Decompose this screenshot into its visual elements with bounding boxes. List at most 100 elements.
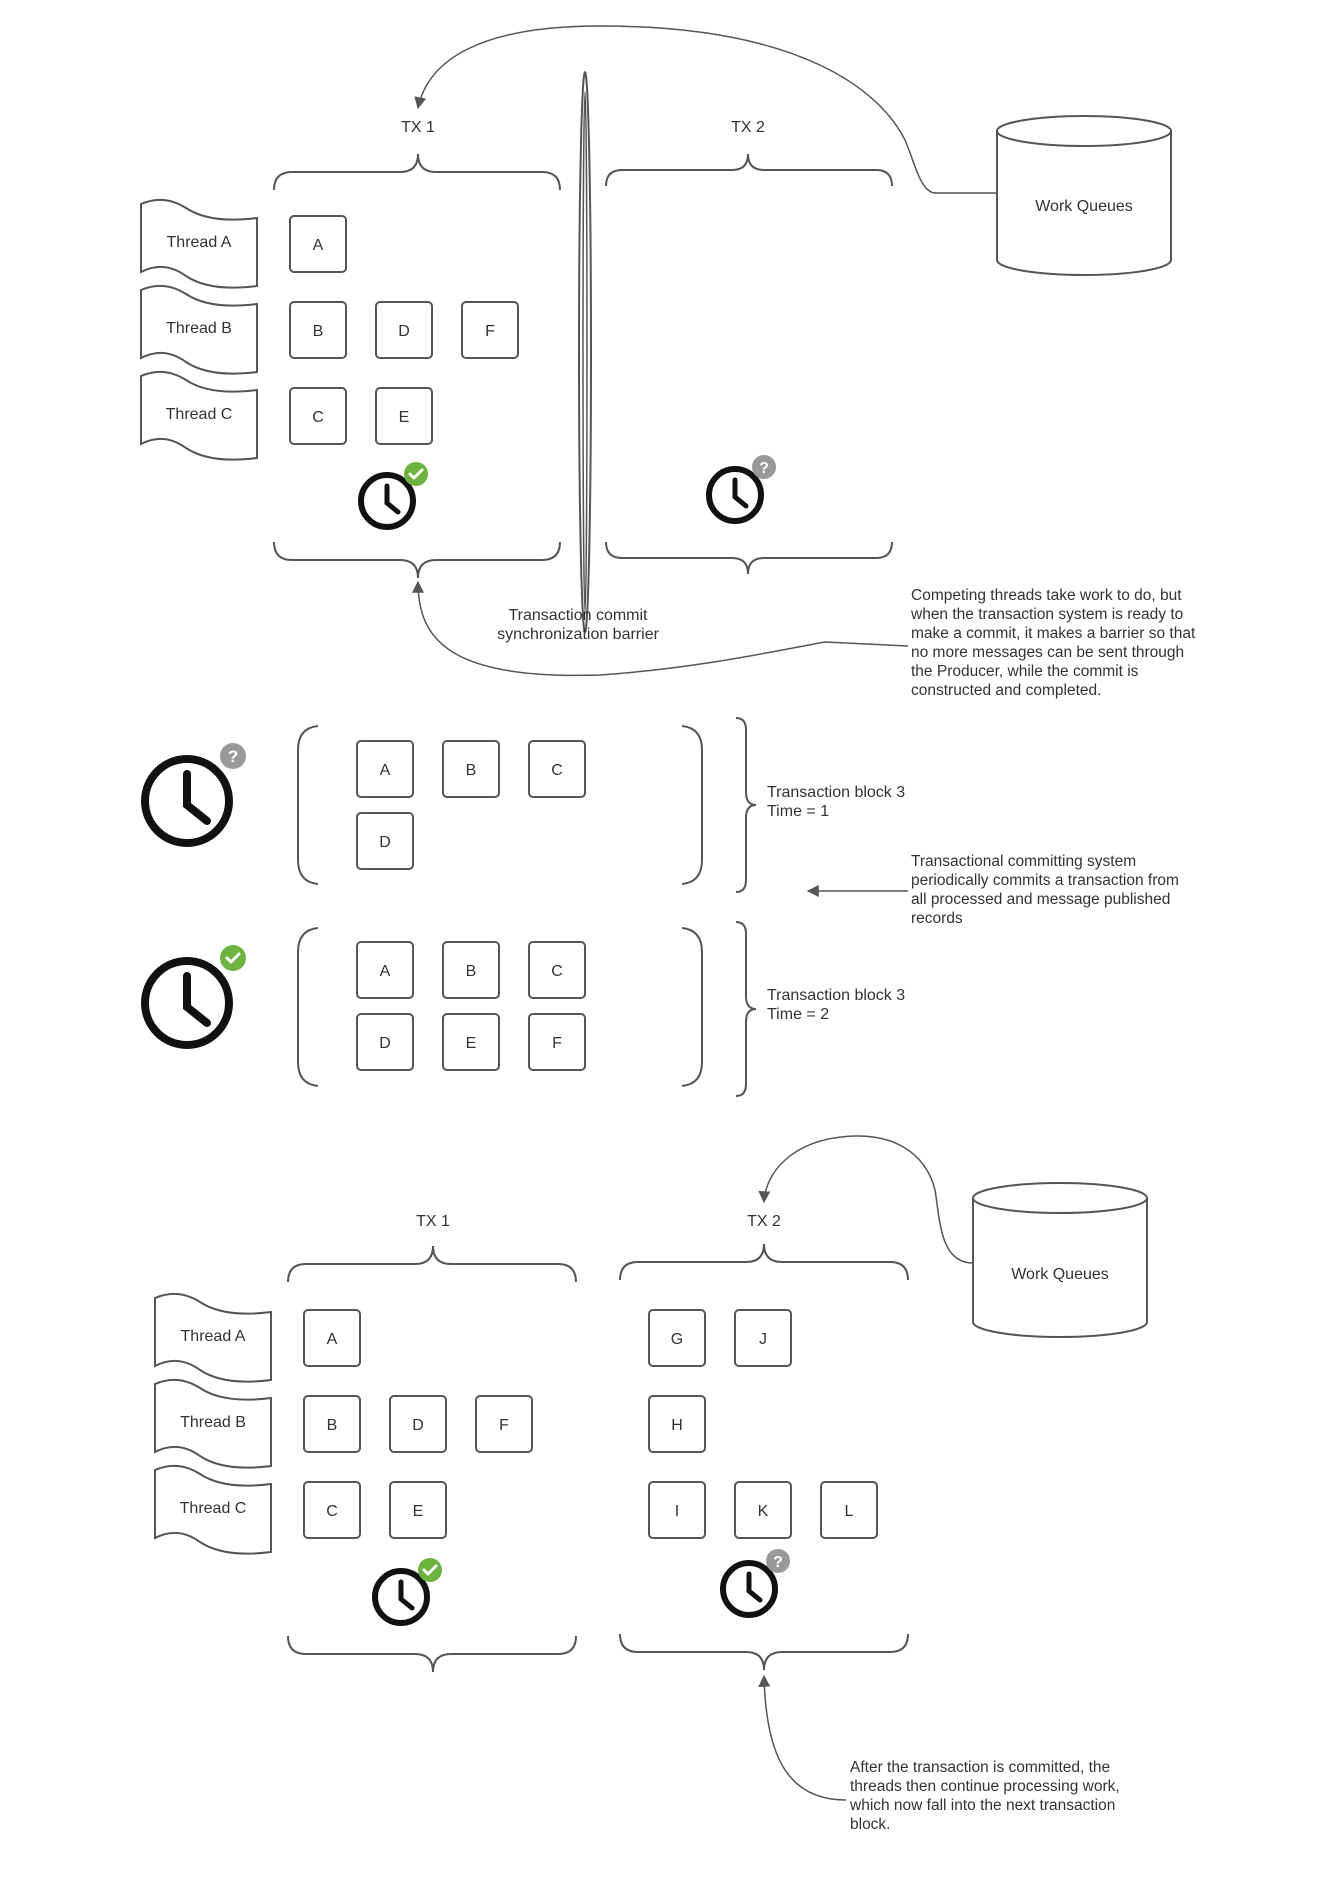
tx2-top-brace: [619, 1243, 909, 1281]
svg-text:threads then continue processi: threads then continue processing work,: [850, 1778, 1120, 1795]
clock-icon: [141, 957, 233, 1049]
svg-text:Competing threads take work to: Competing threads take work to do, but: [911, 587, 1182, 604]
work-item-box: C: [289, 387, 347, 445]
svg-text:when the transaction system is: when the transaction system is ready to: [910, 606, 1183, 623]
barrier-label-line2: synchronization barrier: [497, 626, 660, 643]
svg-text:make a commit, it makes a barr: make a commit, it makes a barrier so tha…: [911, 625, 1196, 642]
svg-text:?: ?: [228, 747, 238, 766]
work-item-box: A: [289, 215, 347, 273]
thread-c-label: Thread C: [166, 406, 233, 423]
work-item-label: E: [399, 409, 410, 426]
block2-label-line2: Time = 2: [767, 1006, 829, 1023]
tx1-bottom-brace: [273, 541, 561, 579]
work-item-box: L: [820, 1481, 878, 1539]
work-item-label: F: [485, 323, 495, 340]
work-item-label: H: [671, 1417, 683, 1434]
block1-brace: [735, 717, 757, 893]
work-item-label: F: [552, 1035, 562, 1052]
work-item-label: E: [413, 1503, 424, 1520]
block1-left-paren: [297, 725, 319, 885]
work-item-box: D: [375, 301, 433, 359]
work-item-box: A: [356, 740, 414, 798]
work-item-label: D: [379, 834, 391, 851]
work-item-label: D: [398, 323, 410, 340]
work-item-label: C: [326, 1503, 338, 1520]
work-item-box: E: [442, 1013, 500, 1071]
block1-label-line2: Time = 1: [767, 803, 829, 820]
work-item-box: B: [442, 740, 500, 798]
work-queue-cylinder: Work Queues: [996, 115, 1172, 276]
thread-shape-a: Thread A: [154, 1292, 272, 1383]
tx2-label: TX 2: [731, 119, 765, 136]
barrier-note-arrow: [412, 580, 909, 677]
work-item-label: E: [466, 1035, 477, 1052]
work-item-box: E: [389, 1481, 447, 1539]
work-item-box: F: [475, 1395, 533, 1453]
svg-text:block.: block.: [850, 1816, 891, 1833]
work-item-box: J: [734, 1309, 792, 1367]
tx1-bottom-brace: [287, 1635, 577, 1673]
work-item-box: H: [648, 1395, 706, 1453]
thread-b-label: Thread B: [166, 320, 232, 337]
queue-to-tx2-arrow: [758, 1135, 974, 1264]
work-item-label: G: [671, 1331, 683, 1348]
work-item-label: J: [759, 1331, 767, 1348]
thread-shape-c: Thread C: [140, 370, 258, 461]
thread-shape-a: Thread A: [140, 198, 258, 289]
work-item-box: C: [303, 1481, 361, 1539]
thread-shape-c: Thread C: [154, 1464, 272, 1555]
work-item-label: C: [312, 409, 324, 426]
svg-text:which now fall into the next t: which now fall into the next transaction: [849, 1797, 1115, 1814]
clock-icon: [706, 466, 764, 524]
svg-text:the Producer, while the commit: the Producer, while the commit is: [911, 663, 1139, 680]
work-item-label: B: [466, 762, 477, 779]
svg-text:?: ?: [759, 460, 769, 477]
tx1-label: TX 1: [401, 119, 435, 136]
work-item-label: A: [380, 963, 391, 980]
work-item-box: G: [648, 1309, 706, 1367]
work-item-box: B: [442, 941, 500, 999]
work-item-label: D: [379, 1035, 391, 1052]
thread-c-label: Thread C: [180, 1500, 247, 1517]
svg-text:periodically commits a transac: periodically commits a transaction from: [911, 872, 1179, 889]
clock-icon: [720, 1560, 778, 1618]
block2-left-paren: [297, 927, 319, 1087]
work-item-label: A: [313, 237, 324, 254]
clock-icon: [141, 755, 233, 847]
svg-text:no more messages can be sent t: no more messages can be sent through: [911, 644, 1184, 661]
work-item-box: D: [389, 1395, 447, 1453]
question-badge-icon: ?: [220, 743, 246, 769]
tx2-bottom-brace: [619, 1633, 909, 1671]
svg-text:constructed and completed.: constructed and completed.: [911, 682, 1101, 699]
work-item-label: A: [380, 762, 391, 779]
question-badge-icon: ?: [752, 455, 776, 479]
svg-text:After the transaction is commi: After the transaction is committed, the: [850, 1759, 1110, 1776]
work-item-box: C: [528, 740, 586, 798]
next-block-note-arrow: [758, 1674, 847, 1801]
tx2-top-brace: [605, 153, 893, 187]
work-item-box: A: [303, 1309, 361, 1367]
work-item-label: F: [499, 1417, 509, 1434]
section-1-tx-barrier: TX 1 TX 2 Thread A Thread B Thread C A B D…: [140, 25, 1196, 699]
work-item-box: B: [289, 301, 347, 359]
thread-a-label: Thread A: [167, 234, 232, 251]
work-item-label: B: [327, 1417, 338, 1434]
check-badge-icon: [404, 462, 428, 486]
work-item-box: E: [375, 387, 433, 445]
work-item-box: A: [356, 941, 414, 999]
check-badge-icon: [220, 945, 246, 971]
work-item-box: I: [648, 1481, 706, 1539]
tx1-work-items: A B D F C E: [289, 215, 519, 445]
work-item-box: F: [461, 301, 519, 359]
thread-shape-b: Thread B: [140, 284, 258, 375]
queue-to-tx1-arrow: [414, 25, 997, 194]
tx1-top-brace: [287, 1245, 577, 1283]
barrier-label-line1: Transaction commit: [509, 607, 649, 624]
barrier-ellipse-outer: [578, 71, 592, 633]
tx2-bottom-brace: [605, 541, 893, 575]
